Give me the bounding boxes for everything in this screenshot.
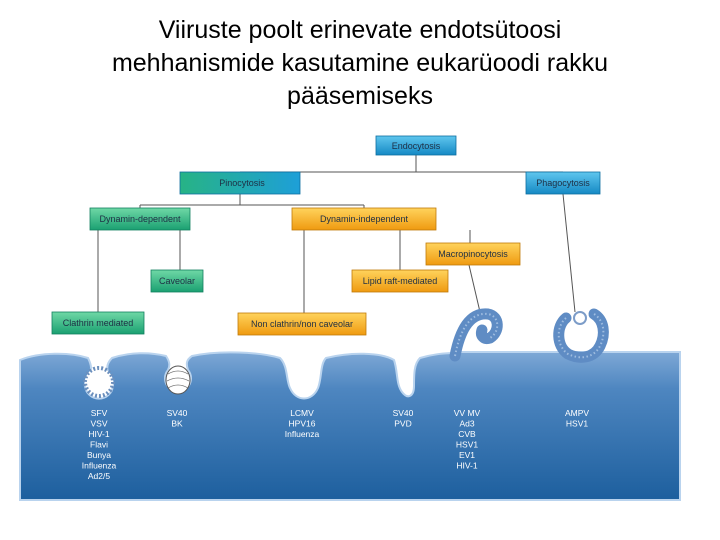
node-pinocytosis: Pinocytosis (179, 171, 301, 195)
node-non-clathrin: Non clathrin/non caveolar (237, 312, 367, 336)
clathrin-vesicle (83, 366, 115, 398)
virus-label-clathrin-0: SFV (91, 408, 108, 418)
node-lipid-raft-label: Lipid raft-mediated (363, 276, 438, 286)
virus-label-clathrin-2: HIV-1 (88, 429, 110, 439)
virus-label-macropinocytosis-5: HIV-1 (456, 461, 478, 471)
node-caveolar: Caveolar (150, 269, 204, 293)
node-non-clathrin-label: Non clathrin/non caveolar (251, 319, 353, 329)
virus-label-clathrin-1: VSV (90, 419, 107, 429)
cell-body (19, 351, 681, 501)
virus-label-caveolar-0: SV40 (167, 408, 188, 418)
virus-label-macropinocytosis-3: HSV1 (456, 440, 478, 450)
slide-title: Viiruste poolt erinevate endotsütoosi me… (20, 14, 700, 113)
virus-labels: SFVVSVHIV-1FlaviBunyaInfluenzaAd2/5SV40B… (82, 408, 590, 481)
virus-label-clathrin-6: Ad2/5 (88, 471, 110, 481)
node-dynamin-dependent-label: Dynamin-dependent (99, 214, 181, 224)
node-clathrin-mediated-label: Clathrin mediated (63, 318, 134, 328)
node-lipid-raft: Lipid raft-mediated (351, 269, 449, 293)
node-dynamin-dependent: Dynamin-dependent (89, 207, 191, 231)
virus-label-macropinocytosis-0: VV MV (454, 408, 481, 418)
node-phagocytosis-label: Phagocytosis (536, 178, 590, 188)
node-phagocytosis: Phagocytosis (525, 171, 601, 195)
title-line-1: Viiruste poolt erinevate endotsütoosi (158, 16, 562, 44)
virus-label-clathrin-5: Influenza (82, 461, 117, 471)
virus-label-lipid-raft-1: PVD (394, 419, 411, 429)
node-clathrin-mediated: Clathrin mediated (51, 311, 145, 335)
node-pinocytosis-label: Pinocytosis (219, 178, 265, 188)
node-macropinocytosis: Macropinocytosis (425, 242, 521, 266)
node-endocytosis: Endocytosis (375, 135, 457, 156)
virus-label-clathrin-4: Bunya (87, 450, 111, 460)
virus-label-macropinocytosis-1: Ad3 (459, 419, 474, 429)
virus-label-phagocytosis-0: AMPV (565, 408, 589, 418)
title-line-2: mehhanismide kasutamine eukarüoodi rakku (111, 49, 609, 77)
virus-label-non-clathrin-1: HPV16 (289, 419, 316, 429)
node-endocytosis-label: Endocytosis (392, 141, 441, 151)
node-caveolar-label: Caveolar (159, 276, 195, 286)
virus-label-non-clathrin-0: LCMV (290, 408, 314, 418)
caveolar-vesicle (165, 365, 191, 395)
node-dynamin-independent-label: Dynamin-independent (320, 214, 409, 224)
virus-label-non-clathrin-2: Influenza (285, 429, 320, 439)
node-macropinocytosis-label: Macropinocytosis (438, 249, 508, 259)
node-dynamin-independent: Dynamin-independent (291, 207, 437, 231)
virus-label-lipid-raft-0: SV40 (393, 408, 414, 418)
virus-label-macropinocytosis-4: EV1 (459, 450, 475, 460)
virus-label-clathrin-3: Flavi (90, 440, 108, 450)
virus-label-caveolar-1: BK (171, 419, 183, 429)
virus-label-phagocytosis-1: HSV1 (566, 419, 588, 429)
virus-label-macropinocytosis-2: CVB (458, 429, 476, 439)
macropinocytosis-ruffle (449, 308, 503, 362)
phagocytosis-cup (553, 308, 609, 363)
title-line-3: pääsemiseks (287, 82, 433, 110)
